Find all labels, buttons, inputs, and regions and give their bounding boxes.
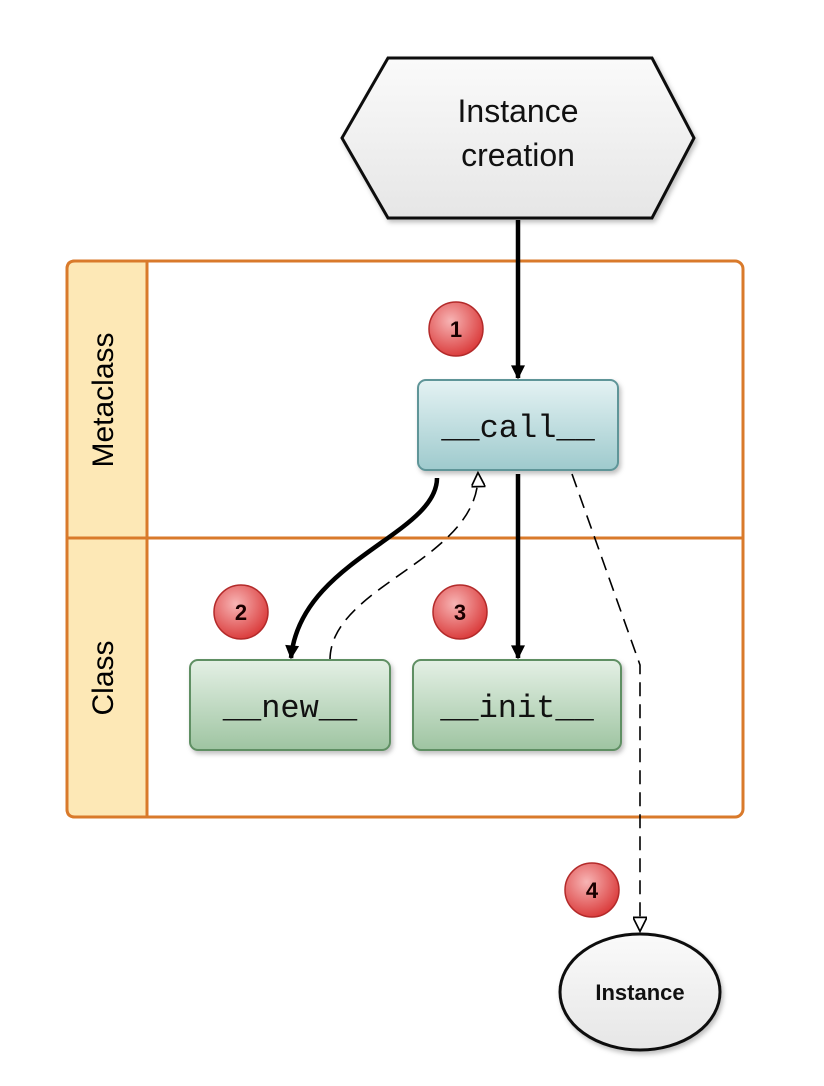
step-badge-4-circle [564,862,620,918]
method-new-box [189,659,391,751]
method-call: __call__ [417,379,619,471]
lane-label-metaclass: Metaclass [87,332,120,467]
step-badge-3-circle [432,584,488,640]
method-init-label: __init__ [439,690,594,727]
edges [285,220,640,930]
step-badge-1-number: 1 [450,317,462,342]
end-node-ellipse [558,932,722,1052]
method-init: __init__ [412,659,622,751]
step-badge-1: 1 [428,301,484,357]
step-badge-1-circle [428,301,484,357]
step-badge-2: 2 [213,584,269,640]
step-badge-3: 3 [432,584,488,640]
lane-label-class: Class [87,640,120,715]
step-badge-2-circle [213,584,269,640]
start-node-hexagon [340,56,696,220]
edge-call-to-instance [571,473,640,930]
method-init-box [412,659,622,751]
step-badge-4: 4 [564,862,620,918]
method-call-label: __call__ [440,410,595,447]
end-node-label: Instance [595,980,684,1005]
swimlane-container: Metaclass Class [65,259,745,819]
method-call-box [417,379,619,471]
end-node: Instance [558,932,722,1052]
step-badge-2-number: 2 [235,600,247,625]
start-node-line2: creation [461,137,575,173]
method-new: __new__ [189,659,391,751]
step-badge-3-number: 3 [454,600,466,625]
start-node-line1: Instance [458,93,579,129]
edge-new-return-to-call [329,474,478,661]
method-new-label: __new__ [222,690,358,727]
start-node: Instance creation [340,56,696,220]
edge-call-to-new [285,477,440,660]
step-badge-4-number: 4 [586,878,599,903]
